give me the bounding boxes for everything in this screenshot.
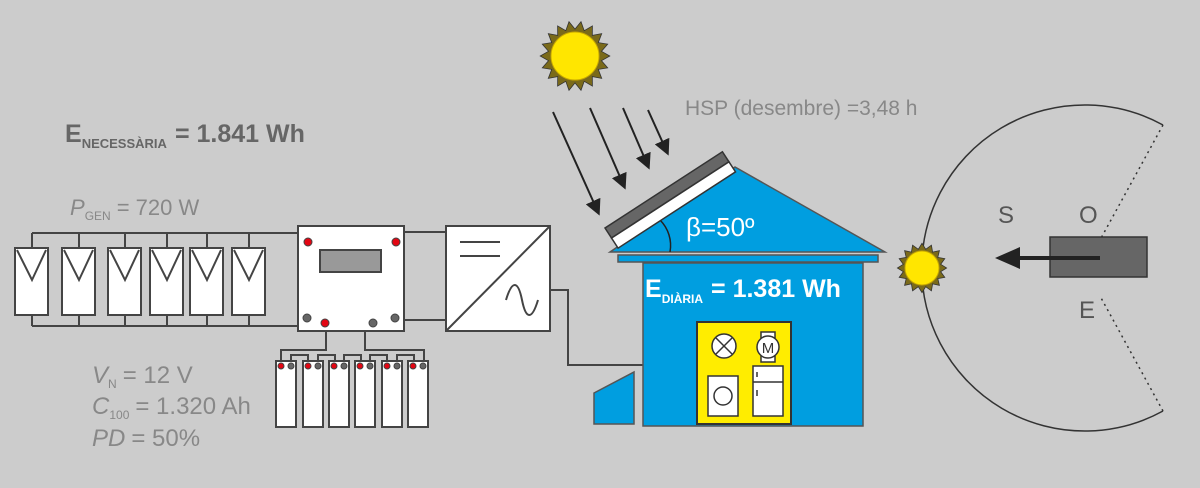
- pv-panel: [189, 233, 224, 326]
- capacity-label: C100= 1.320 Ah: [92, 393, 251, 422]
- pv-panel: [107, 233, 142, 326]
- pv-panel: [231, 233, 266, 326]
- battery-specs: VN= 12 V C100= 1.320 Ah PD= 50%: [92, 362, 251, 452]
- depth-discharge-label: PD= 50%: [92, 425, 200, 452]
- charge-controller: [297, 225, 405, 332]
- sun-path-diagram: S O E: [921, 104, 1164, 432]
- nominal-voltage-label: VN= 12 V: [92, 362, 193, 391]
- tilt-angle-label: β=50º: [686, 212, 755, 242]
- battery: [354, 354, 388, 428]
- battery-bank: [275, 354, 429, 428]
- pv-panel: [14, 233, 49, 326]
- battery: [328, 354, 362, 428]
- battery: [381, 354, 415, 428]
- lamp-icon: [711, 333, 737, 359]
- roof-solar-panel: [603, 150, 737, 250]
- battery: [407, 360, 429, 428]
- washing-machine-icon: [707, 375, 739, 417]
- daily-energy-label: EDIÀRIA= 1.381 Wh: [645, 275, 841, 306]
- loads-panel: M: [696, 321, 792, 425]
- pv-array: [14, 232, 298, 327]
- pv-panel: [61, 233, 96, 326]
- compass-south: S: [998, 202, 1014, 229]
- battery: [275, 354, 309, 428]
- svg-text:M: M: [762, 340, 775, 357]
- sun-small-icon: [896, 242, 948, 294]
- compass-east: E: [1079, 297, 1095, 324]
- motor-icon: M: [756, 331, 780, 363]
- generator-power-label: PGEN= 720 W: [70, 195, 199, 223]
- battery: [302, 354, 336, 428]
- annex-shape: [593, 370, 635, 425]
- hsp-label: HSP (desembre) =3,48 h: [685, 97, 918, 120]
- dc-wiring: [280, 231, 446, 362]
- refrigerator-icon: [752, 365, 784, 417]
- ac-wire: [550, 289, 697, 366]
- compass-west: O: [1079, 202, 1098, 229]
- inverter: [445, 225, 551, 332]
- sun-icon: [539, 20, 611, 92]
- energy-needed-label: ENECESSÀRIA= 1.841 Wh: [65, 120, 305, 151]
- pv-panel: [149, 233, 184, 326]
- sun-rays: [552, 107, 670, 216]
